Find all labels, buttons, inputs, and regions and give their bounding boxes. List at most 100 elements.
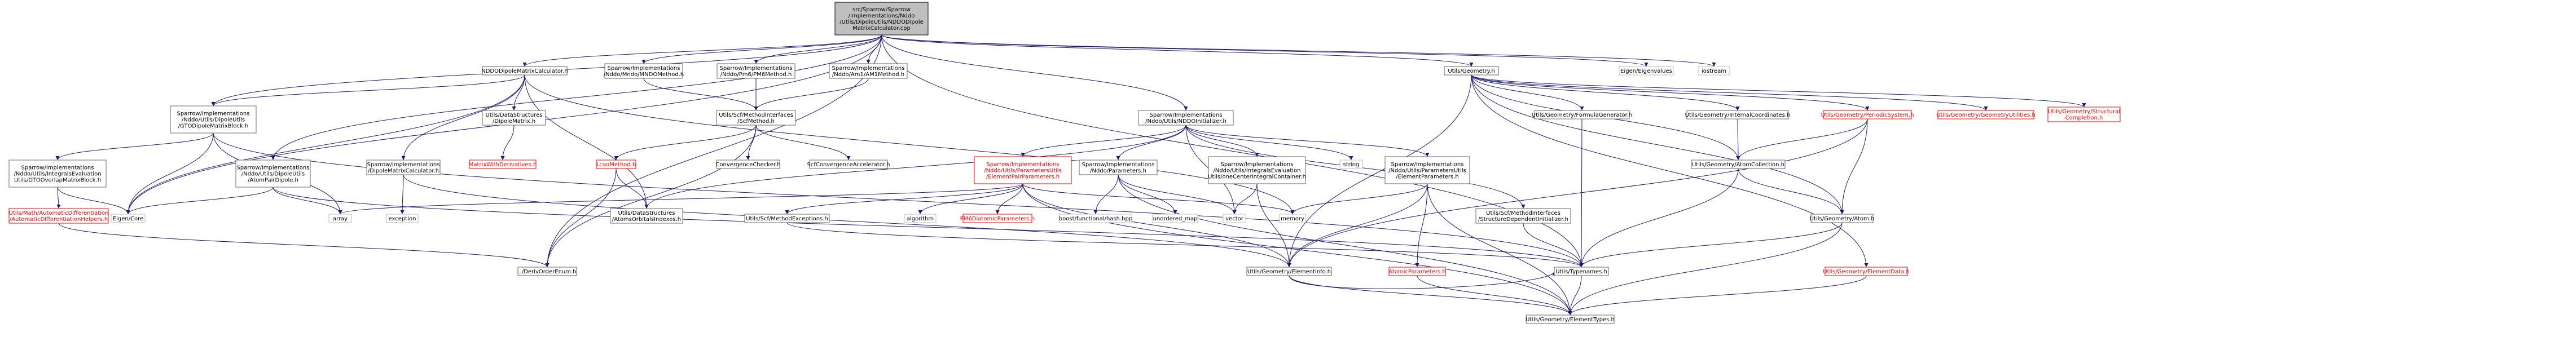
node-box [1138,110,1234,126]
node-label-line: AtomicParameters.h [1388,269,1445,275]
node-label-line: MatrixCalculator.cpp [852,25,911,32]
node-dipolecalc[interactable]: Sparrow/Implementations/DipoleMatrixCalc… [366,160,441,175]
node-dipolematrix[interactable]: Utils/DataStructures/DipoleMatrix.h [482,110,546,126]
node-box [1619,66,1674,76]
node-label-line: Utils/Geometry/ElementData.h [1823,269,1909,275]
node-internalcoords[interactable]: Utils/Geometry/InternalCoordinates.h [1685,110,1791,119]
node-label-line: /Utils/DipoleUtils/NDDODipole [839,19,924,25]
node-label-line: /Nddo/Utils/NDDOInitializer.h [1145,118,1227,125]
node-box [716,160,780,169]
edge-elemparams-to-eleminfo [1287,183,1428,268]
node-box [8,160,107,188]
node-label-line: /AtomsOrbitalsIndexes.h [612,216,681,223]
node-nddoparams[interactable]: Sparrow/Implementations/Nddo/Parameters.… [1079,160,1158,175]
edge-nddocalc-to-atomsorbitals [524,74,649,209]
node-gtooverlap[interactable]: Sparrow/Implementations/Nddo/Utils/Integ… [8,160,107,188]
edge-periodic-to-atom [1840,118,1868,215]
edge-atompair-to-array [272,187,342,215]
node-label-line: /ScfMethod.h [737,118,775,125]
node-scfaccel[interactable]: ScfConvergenceAccelerator.h [807,160,890,169]
node-box [1152,214,1198,223]
node-lcao[interactable]: LcaoMethod.h [596,160,636,169]
node-pm6[interactable]: Sparrow/Implementations/Nddo/Pm6/PM6Meth… [716,63,795,79]
node-box [1059,214,1132,223]
node-box [1246,267,1332,276]
edge-periodic-to-eleminfo [1287,118,1868,268]
node-label-line: Utils/DataStructures [618,210,675,216]
node-label-line: Sparrow/Implementations [720,65,793,72]
edge-gtoblock-to-typenames [213,132,1584,268]
edge-nddocalc-to-eigencore [126,74,525,215]
node-elemparams[interactable]: Sparrow/Implementations/Nddo/Utils/Param… [1384,156,1470,184]
node-label-line: /AutomaticDifferentiationHelpers.h [10,216,108,223]
node-label-line: string [1343,162,1360,168]
node-label-line: Sparrow/Implementations [367,162,440,168]
node-typenames[interactable]: Utils/Typenames.h [1554,267,1609,276]
node-convchecker[interactable]: ConvergenceChecker.h [715,160,781,169]
node-root[interactable]: src/Sparrow/Sparrow/Implementations/Nddo… [834,2,929,36]
node-elempair[interactable]: Sparrow/Implementations/Nddo/Utils/Param… [974,156,1072,184]
node-nddocalc[interactable]: NDDODipoleMatrixCalculator.h [481,66,568,76]
node-label-line: Utils/Geometry.h [1448,68,1494,74]
node-box [111,214,146,223]
node-label-line: NDDODipoleMatrixCalculator.h [481,68,568,74]
node-atomcoll[interactable]: Utils/Geometry/AtomCollection.h [1691,160,1786,169]
node-box [1223,214,1246,223]
node-scfexceptions[interactable]: Utils/Scf/MethodExceptions.h [744,214,830,223]
node-box [2047,107,2121,122]
node-atom[interactable]: Utils/Geometry/Atom.h [1810,214,1875,223]
edge-gtoblock-to-gtooverlap [55,132,214,161]
node-label-line: Sparrow/Implementations [1221,162,1294,168]
node-label-line: Utils/Scf/MethodExceptions.h [746,216,828,222]
node-label-line: Sparrow/Implementations [987,162,1060,168]
node-box [1384,156,1470,184]
node-am1[interactable]: Sparrow/Implementations/Nddo/Am1/AM1Meth… [829,63,908,79]
node-autodiff[interactable]: Utils/Math/AutomaticDifferentiation/Auto… [8,208,109,224]
edge-lcao-to-atomsorbitals [616,168,649,209]
node-box [1698,66,1730,76]
node-unorderedmap: unordered_map [1152,214,1198,223]
node-box [1691,160,1786,169]
node-array: array [328,214,352,223]
node-nddoinit[interactable]: Sparrow/Implementations/Nddo/Utils/NDDOI… [1138,110,1234,126]
node-box [974,156,1072,184]
node-box [1388,267,1446,276]
node-gtoblock[interactable]: Sparrow/Implementations/Nddo/Utils/Dipol… [170,105,257,134]
node-derivorder[interactable]: ../DerivOrderEnum.h [517,267,577,276]
edge-autodiff-to-derivorder [58,223,550,268]
node-label-line: Sparrow/Implementations [1082,162,1155,168]
edge-root-to-geometry [881,34,1474,67]
node-structdep[interactable]: Utils/Scf/MethodInterfaces/StructureDepe… [1475,208,1571,224]
node-geometry[interactable]: Utils/Geometry.h [1444,66,1499,76]
node-scfmethod[interactable]: Utils/Scf/MethodInterfaces/ScfMethod.h [716,110,796,126]
node-elemdata[interactable]: Utils/Geometry/ElementData.h [1823,267,1910,276]
node-atompair[interactable]: Sparrow/Implementations/Nddo/Utils/Dipol… [235,160,311,188]
node-label-line: memory [1281,216,1304,222]
node-box [716,63,795,79]
node-matrixderiv[interactable]: MatrixWithDerivatives.h [469,160,537,169]
node-eleminfo[interactable]: Utils/Geometry/ElementInfo.h [1246,267,1332,276]
node-label-line: boost/functional/hash.hpp [1059,216,1132,222]
node-atomsorbitals[interactable]: Utils/DataStructures/AtomsOrbitalsIndexe… [610,208,683,224]
node-pm6diatomic[interactable]: PM6DiatomicParameters.h [960,214,1035,223]
node-periodic[interactable]: Utils/Geometry/PeriodicSystem.h [1821,110,1914,119]
node-oneint[interactable]: Sparrow/Implementations/Nddo/Utils/Integ… [1208,156,1306,184]
node-atomicparams[interactable]: AtomicParameters.h [1388,267,1446,276]
node-label-line: /Nddo/Utils/DipoleUtils [182,117,245,123]
node-label-line: Utils/Geometry/AtomCollection.h [1692,162,1784,168]
node-label-line: /AtomPairDipole.h [248,178,298,184]
node-box [482,110,546,126]
edge-scfmethod-to-convchecker [746,125,757,161]
edge-nddoinit-to-nddoparams [1116,125,1186,161]
node-box [328,214,352,223]
edge-atom-to-typenames [1579,222,1843,268]
node-label-line: /Nddo/Utils/IntegralsEvaluation [1213,168,1300,174]
node-elemtypes[interactable]: Utils/Geometry/ElementTypes.h [1526,314,1615,324]
node-box [366,160,441,175]
edge-elemparams-to-elemtypes [1427,183,1572,316]
node-mndo[interactable]: Sparrow/Implementations/Nddo/Mndo/MNDOMe… [604,63,684,79]
node-geomutil[interactable]: Utils/Geometry/GeometryUtilities.h [1936,110,2036,119]
node-formulagen[interactable]: Utils/Geometry/FormulaGenerator.h [1532,110,1632,119]
